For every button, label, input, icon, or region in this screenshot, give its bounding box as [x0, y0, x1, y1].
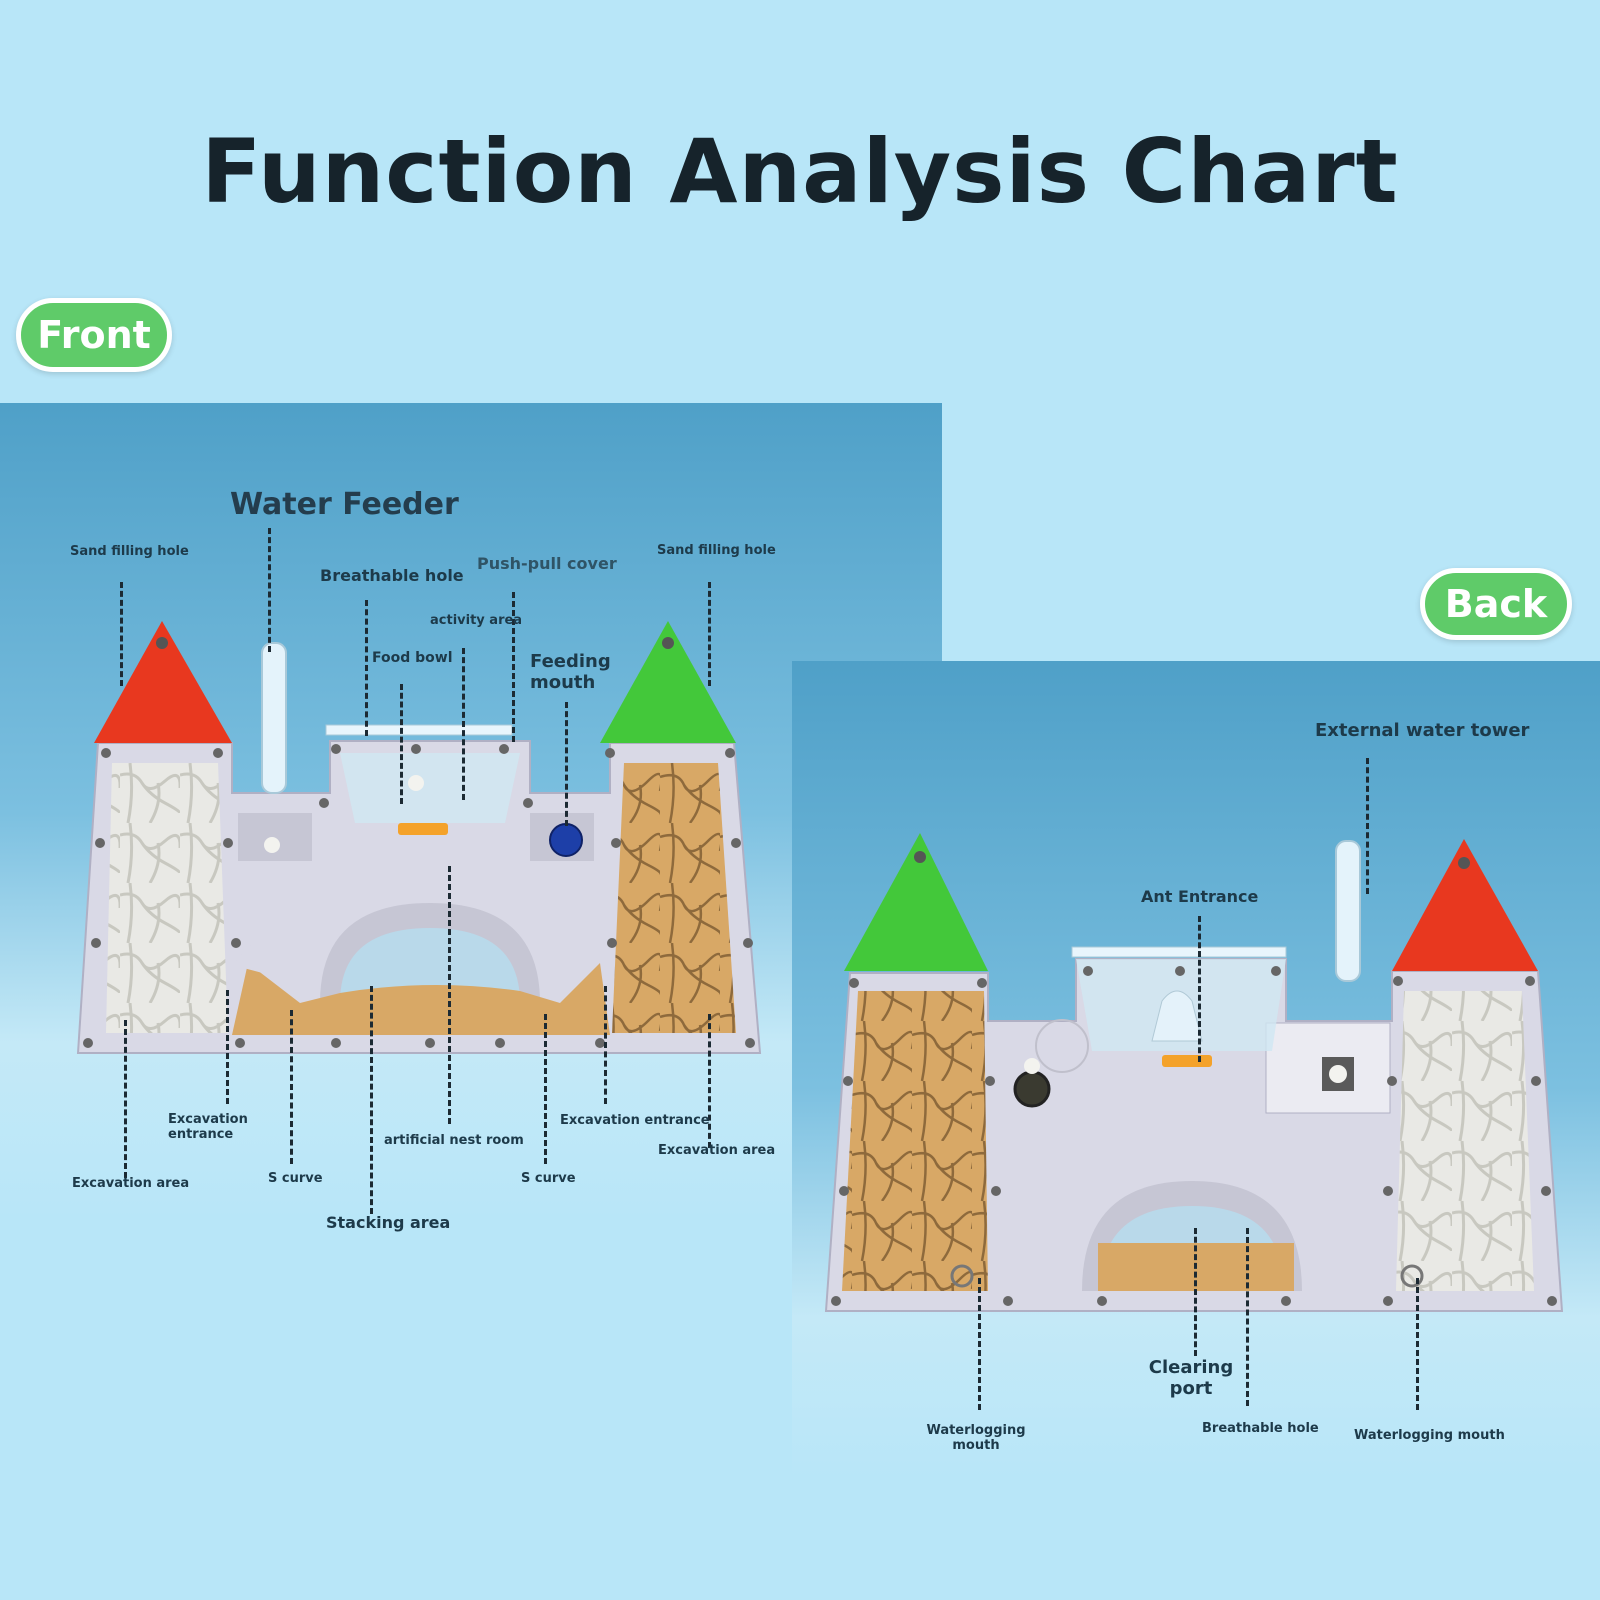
leader-line: [1416, 1278, 1419, 1410]
front-ant-castle-illustration: [76, 621, 762, 1054]
leader-line: [448, 866, 451, 1124]
leader-line: [120, 582, 123, 686]
leader-line: [462, 648, 465, 800]
front-panel: [0, 403, 942, 1223]
front-badge: Front: [16, 298, 172, 372]
leader-line: [512, 592, 515, 742]
leader-line: [978, 1278, 981, 1410]
label-breathable-hole-back: Breathable hole: [1202, 1421, 1319, 1436]
leader-line: [565, 702, 568, 826]
leader-line: [400, 684, 403, 804]
label-breathable-hole-front: Breathable hole: [320, 566, 464, 585]
label-activity-area: activity area: [430, 613, 523, 628]
leader-line: [268, 528, 271, 652]
label-sand-filling-hole-left: Sand filling hole: [70, 544, 189, 559]
label-excavation-entrance-left: Excavation entrance: [168, 1112, 248, 1142]
label-stacking-area: Stacking area: [326, 1213, 451, 1232]
leader-line: [1366, 758, 1369, 894]
leader-line: [708, 582, 711, 686]
label-external-water-tower: External water tower: [1315, 720, 1530, 741]
label-artificial-nest-room: artificial nest room: [384, 1133, 524, 1148]
back-badge: Back: [1420, 568, 1572, 640]
label-s-curve-left: S curve: [268, 1171, 323, 1186]
label-clearing-port: Clearing port: [1148, 1357, 1234, 1399]
label-water-feeder: Water Feeder: [230, 487, 459, 522]
label-s-curve-right: S curve: [521, 1171, 576, 1186]
leader-line: [290, 1010, 293, 1164]
leader-line: [365, 600, 368, 736]
label-feeding-mouth: Feeding mouth: [530, 651, 611, 693]
leader-line: [370, 986, 373, 1214]
label-sand-filling-hole-right: Sand filling hole: [657, 543, 776, 558]
label-excavation-entrance-right: Excavation entrance: [560, 1113, 710, 1128]
leader-line: [604, 986, 607, 1104]
label-push-pull-cover: Push-pull cover: [477, 554, 617, 573]
label-waterlogging-mouth-left: Waterlogging mouth: [926, 1423, 1026, 1453]
label-ant-entrance: Ant Entrance: [1141, 887, 1259, 906]
label-waterlogging-mouth-right: Waterlogging mouth: [1354, 1428, 1505, 1443]
label-food-bowl: Food bowl: [372, 650, 453, 666]
leader-line: [544, 1014, 547, 1164]
leader-line: [1246, 1228, 1249, 1406]
page-title: Function Analysis Chart: [201, 120, 1399, 223]
label-excavation-area-left: Excavation area: [72, 1176, 190, 1191]
leader-line: [708, 1014, 711, 1148]
leader-line: [1194, 1228, 1197, 1356]
label-excavation-area-right: Excavation area: [658, 1143, 776, 1158]
leader-line: [226, 990, 229, 1104]
leader-line: [1198, 916, 1201, 1062]
leader-line: [124, 1020, 127, 1178]
